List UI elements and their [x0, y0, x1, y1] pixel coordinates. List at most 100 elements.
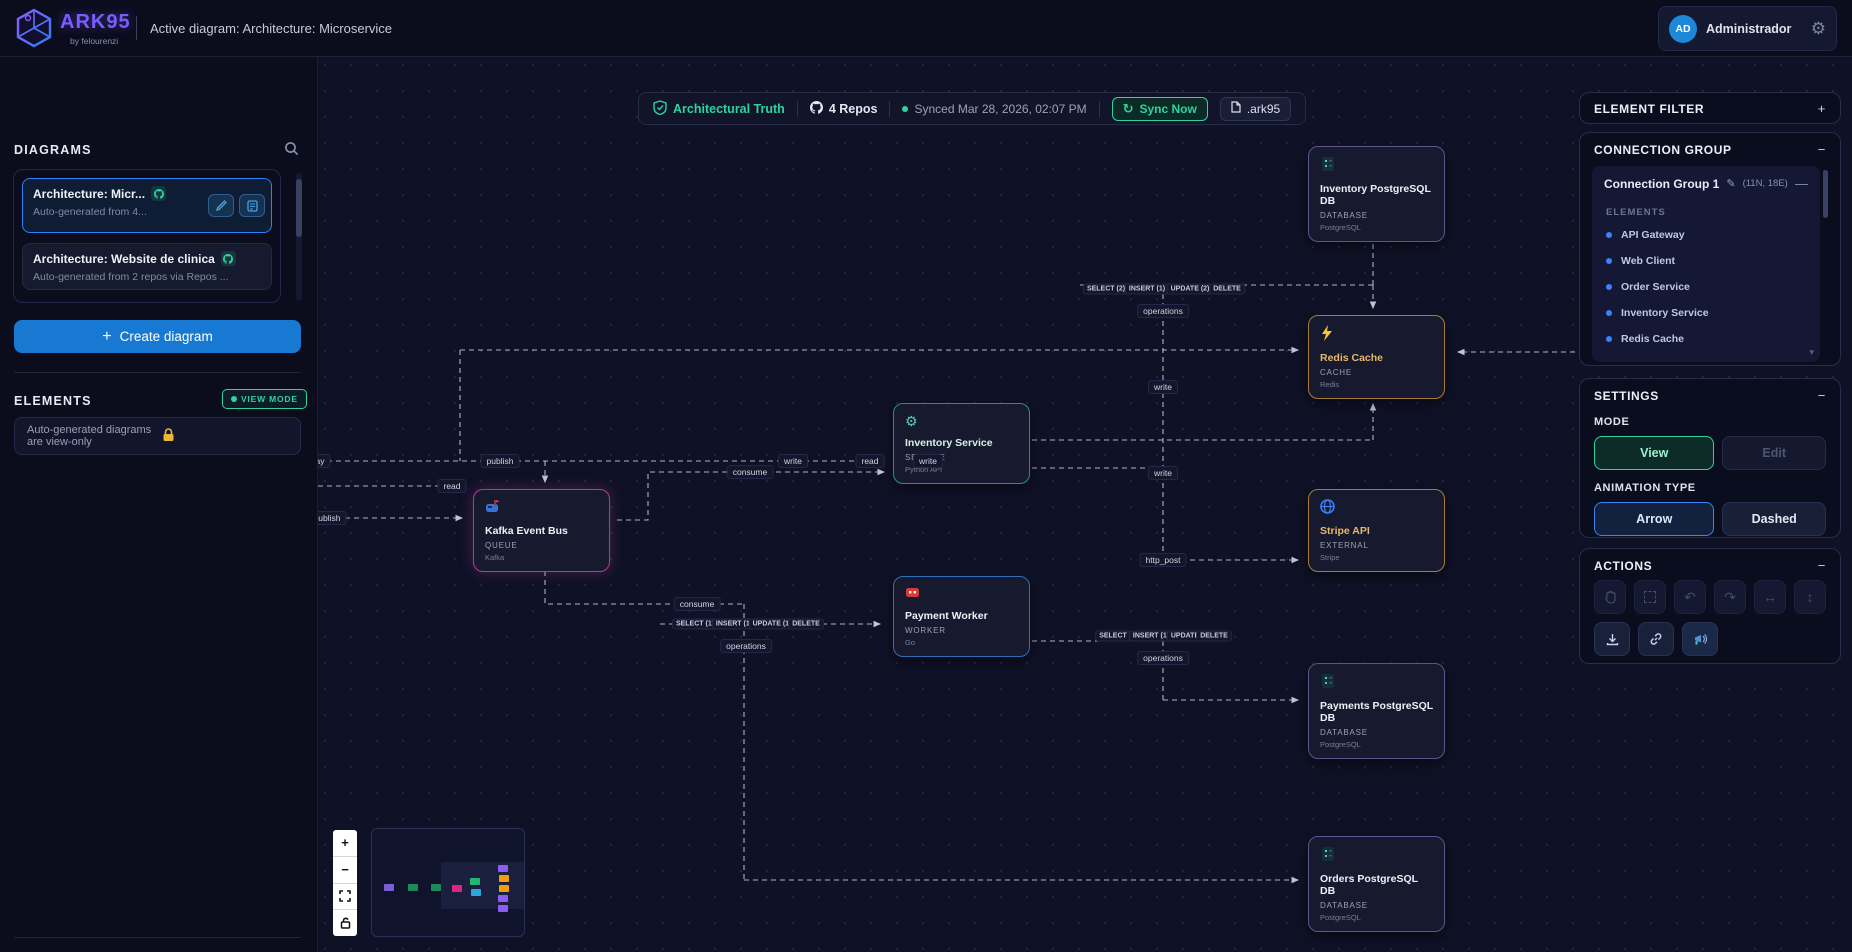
collapse-icon[interactable]: −	[1817, 142, 1826, 157]
zoom-controls: + −	[333, 830, 357, 936]
node-title: Stripe API	[1320, 525, 1370, 537]
node-type: CACHE	[1320, 368, 1353, 377]
lock-icon	[162, 427, 289, 445]
app-logo-icon	[14, 8, 54, 48]
node-payment-worker[interactable]: Payment Worker WORKER Go	[893, 576, 1030, 657]
user-menu[interactable]: AD Administrador ⚙	[1658, 6, 1837, 51]
mode-label: MODE	[1594, 416, 1630, 428]
node-type: QUEUE	[485, 541, 518, 550]
shield-check-icon	[653, 99, 667, 118]
group-element-item[interactable]: Inventory Service	[1604, 300, 1808, 326]
connection-group-title: CONNECTION GROUP	[1594, 142, 1732, 157]
node-title: Kafka Event Bus	[485, 525, 568, 537]
vertical-arrows-icon: ↕	[1794, 580, 1826, 614]
link-icon[interactable]	[1638, 622, 1674, 656]
node-kafka-event-bus[interactable]: Kafka Event Bus QUEUE Kafka	[473, 489, 610, 572]
diagram-item-selected[interactable]: Architecture: Micr... Auto-generated fro…	[22, 178, 272, 233]
create-diagram-button[interactable]: + Create diagram	[14, 320, 301, 353]
collapse-icon[interactable]: −	[1817, 558, 1826, 573]
actions-panel: ACTIONS − ↶ ↷ ↔ ↕	[1579, 548, 1841, 664]
sync-now-button[interactable]: ↻ Sync Now	[1111, 96, 1208, 121]
group-element-item[interactable]: Web Client	[1604, 248, 1808, 274]
crud-label: SELECT (2)	[1082, 283, 1130, 295]
search-icon[interactable]	[284, 141, 299, 161]
elements-section-title: ELEMENTS	[14, 394, 92, 408]
edge-label: write	[913, 454, 943, 468]
node-tech: PostgreSQL	[1320, 913, 1361, 922]
github-icon	[220, 251, 236, 266]
group-element-item[interactable]: Redis Cache	[1604, 326, 1808, 352]
node-orders-postgresql-db[interactable]: Orders PostgreSQL DB DATABASE PostgreSQL	[1308, 836, 1445, 932]
left-sidebar: DIAGRAMS Architecture: Micr... Auto-gene…	[0, 57, 318, 952]
settings-panel: SETTINGS − MODE View Edit ANIMATION TYPE…	[1579, 378, 1841, 538]
settings-gear-icon[interactable]: ⚙	[1810, 19, 1826, 38]
node-title: Payment Worker	[905, 610, 988, 622]
edge-label: write	[1148, 380, 1178, 394]
animation-dashed-button[interactable]: Dashed	[1722, 502, 1826, 536]
crud-label: DELETE	[1209, 283, 1245, 295]
edge-label: consume	[673, 597, 721, 611]
group-scrollbar[interactable]	[1823, 170, 1828, 218]
diagram-details-button[interactable]	[239, 194, 265, 217]
zoom-in-button[interactable]: +	[333, 830, 357, 857]
mode-edit-button[interactable]: Edit	[1722, 436, 1826, 470]
marquee-select-icon	[1634, 580, 1666, 614]
node-payments-postgresql-db[interactable]: Payments PostgreSQL DB DATABASE PostgreS…	[1308, 663, 1445, 759]
node-title: Inventory PostgreSQL DB	[1320, 183, 1431, 207]
actions-title: ACTIONS	[1594, 558, 1653, 573]
database-icon	[1320, 847, 1336, 866]
announce-icon[interactable]	[1682, 622, 1718, 656]
edit-diagram-button[interactable]	[208, 194, 234, 217]
node-type: EXTERNAL	[1320, 541, 1369, 550]
connection-group-name: Connection Group 1	[1604, 176, 1720, 191]
mode-view-button[interactable]: View	[1594, 436, 1715, 470]
file-icon	[1231, 101, 1241, 116]
bullet-dot	[1606, 258, 1612, 264]
diagram-item[interactable]: Architecture: Website de clinica Auto-ge…	[22, 243, 272, 290]
diagrams-section-title: DIAGRAMS	[14, 143, 92, 157]
mailbox-icon	[485, 500, 502, 518]
node-inventory-service[interactable]: ⚙ Inventory Service SERVICE Python API	[893, 403, 1030, 484]
animation-type-label: ANIMATION TYPE	[1594, 482, 1696, 494]
node-redis-cache[interactable]: Redis Cache CACHE Redis	[1308, 315, 1445, 399]
ark95-file-button[interactable]: .ark95	[1219, 96, 1292, 121]
edge-label: operations	[1137, 304, 1189, 318]
gear-icon: ⚙	[905, 413, 918, 429]
crud-label: DELETE	[788, 618, 824, 630]
node-tech: Python API	[905, 465, 943, 474]
edge-label: publish	[480, 454, 520, 468]
fit-view-button[interactable]	[333, 884, 357, 911]
database-icon	[1320, 674, 1336, 693]
node-title: Redis Cache	[1320, 352, 1384, 364]
diagram-list-scrollbar[interactable]	[296, 173, 302, 301]
expand-icon[interactable]: +	[1817, 101, 1826, 116]
database-icon	[1320, 157, 1336, 176]
group-elements-title: ELEMENTS	[1606, 207, 1666, 218]
architectural-truth-label: Architectural Truth	[673, 101, 785, 116]
lock-toggle-button[interactable]	[333, 910, 357, 936]
crud-label: UPDATE (2)	[1166, 283, 1214, 295]
header-divider	[136, 16, 137, 40]
node-stripe-api[interactable]: Stripe API EXTERNAL Stripe	[1308, 489, 1445, 572]
collapse-icon[interactable]: −	[1817, 388, 1826, 403]
animation-arrow-button[interactable]: Arrow	[1594, 502, 1715, 536]
group-element-item[interactable]: Order Service	[1604, 274, 1808, 300]
bullet-dot	[1606, 310, 1612, 316]
sync-icon: ↻	[1122, 101, 1134, 116]
edit-icon[interactable]: ✎	[1726, 178, 1736, 190]
edge-label: operations	[1137, 651, 1189, 665]
node-inventory-postgresql-db[interactable]: Inventory PostgreSQL DB DATABASE Postgre…	[1308, 146, 1445, 242]
zoom-out-button[interactable]: −	[333, 857, 357, 884]
edge-label: write	[778, 454, 808, 468]
edge-label: consume	[726, 465, 774, 479]
connection-group-panel: CONNECTION GROUP − Connection Group 1 ✎ …	[1579, 132, 1841, 366]
view-only-notice: Auto-generated diagrams are view-only	[14, 417, 301, 455]
diagram-list: Architecture: Micr... Auto-generated fro…	[13, 169, 281, 303]
minimap[interactable]	[371, 828, 525, 937]
edge-label: http_post	[1139, 553, 1187, 567]
group-element-item[interactable]: API Gateway	[1604, 222, 1808, 248]
download-icon[interactable]	[1594, 622, 1630, 656]
group-collapse-icon[interactable]: —	[1795, 176, 1808, 191]
sidebar-divider	[14, 372, 301, 373]
node-tech: Go	[905, 638, 916, 647]
